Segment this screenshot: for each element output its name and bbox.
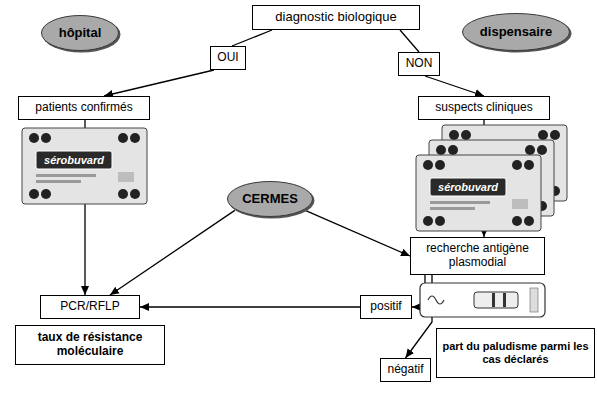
- process-box: diagnostic biologique: [252, 5, 420, 30]
- blood-card: [416, 155, 541, 231]
- node-text: dispensaire: [480, 25, 552, 40]
- node-text: patients confirmés: [35, 101, 132, 115]
- flow-arrow: [104, 70, 214, 96]
- ellipse-fill: [42, 16, 119, 51]
- answer-box: NON: [398, 52, 440, 76]
- process-box: PCR/RFLP: [40, 295, 140, 319]
- flow-arrow: [400, 30, 419, 52]
- result-box: positif: [360, 295, 412, 319]
- lab-ellipse: CERMES: [226, 180, 314, 218]
- ellipse-shadow: [464, 15, 572, 53]
- site-ellipse: dispensaire: [461, 12, 571, 52]
- blood-card: [22, 128, 147, 204]
- site-ellipse: hôpital: [40, 14, 120, 52]
- outcome-box: taux de résistance moléculaire: [15, 325, 165, 365]
- ellipse-shadow: [229, 183, 315, 219]
- node-text: taux de résistance moléculaire: [20, 331, 160, 359]
- result-box: négatif: [380, 358, 431, 382]
- node-text: CERMES: [242, 192, 298, 207]
- outcome-box: part du paludisme parmi les cas déclarés: [436, 328, 595, 378]
- process-box: patients confirmés: [18, 96, 150, 120]
- flow-arrow: [425, 76, 484, 96]
- node-text: OUI: [217, 51, 238, 65]
- ellipse-fill: [228, 182, 313, 217]
- node-text: recherche antigène plasmodial: [415, 242, 540, 270]
- ellipse-shadow: [43, 17, 121, 53]
- flow-arrow: [305, 210, 410, 256]
- ellipse-fill: [463, 14, 570, 51]
- flow-arrow: [232, 30, 272, 46]
- node-text: suspects cliniques: [435, 101, 532, 115]
- process-box: recherche antigène plasmodial: [410, 237, 545, 275]
- process-box: suspects cliniques: [418, 96, 550, 120]
- card-brand: sérobuvard: [438, 182, 498, 193]
- answer-box: OUI: [210, 46, 246, 70]
- node-text: part du paludisme parmi les cas déclarés: [441, 340, 590, 365]
- node-text: négatif: [387, 363, 423, 377]
- node-text: PCR/RFLP: [60, 300, 119, 314]
- flow-arrow: [110, 210, 235, 295]
- node-text: diagnostic biologique: [275, 10, 396, 25]
- rapid-test-strip: [420, 283, 545, 317]
- flow-arrow: [140, 306, 360, 307]
- node-text: hôpital: [59, 26, 102, 41]
- node-text: NON: [406, 57, 433, 71]
- card-brand: sérobuvard: [44, 155, 104, 166]
- node-text: positif: [370, 300, 401, 314]
